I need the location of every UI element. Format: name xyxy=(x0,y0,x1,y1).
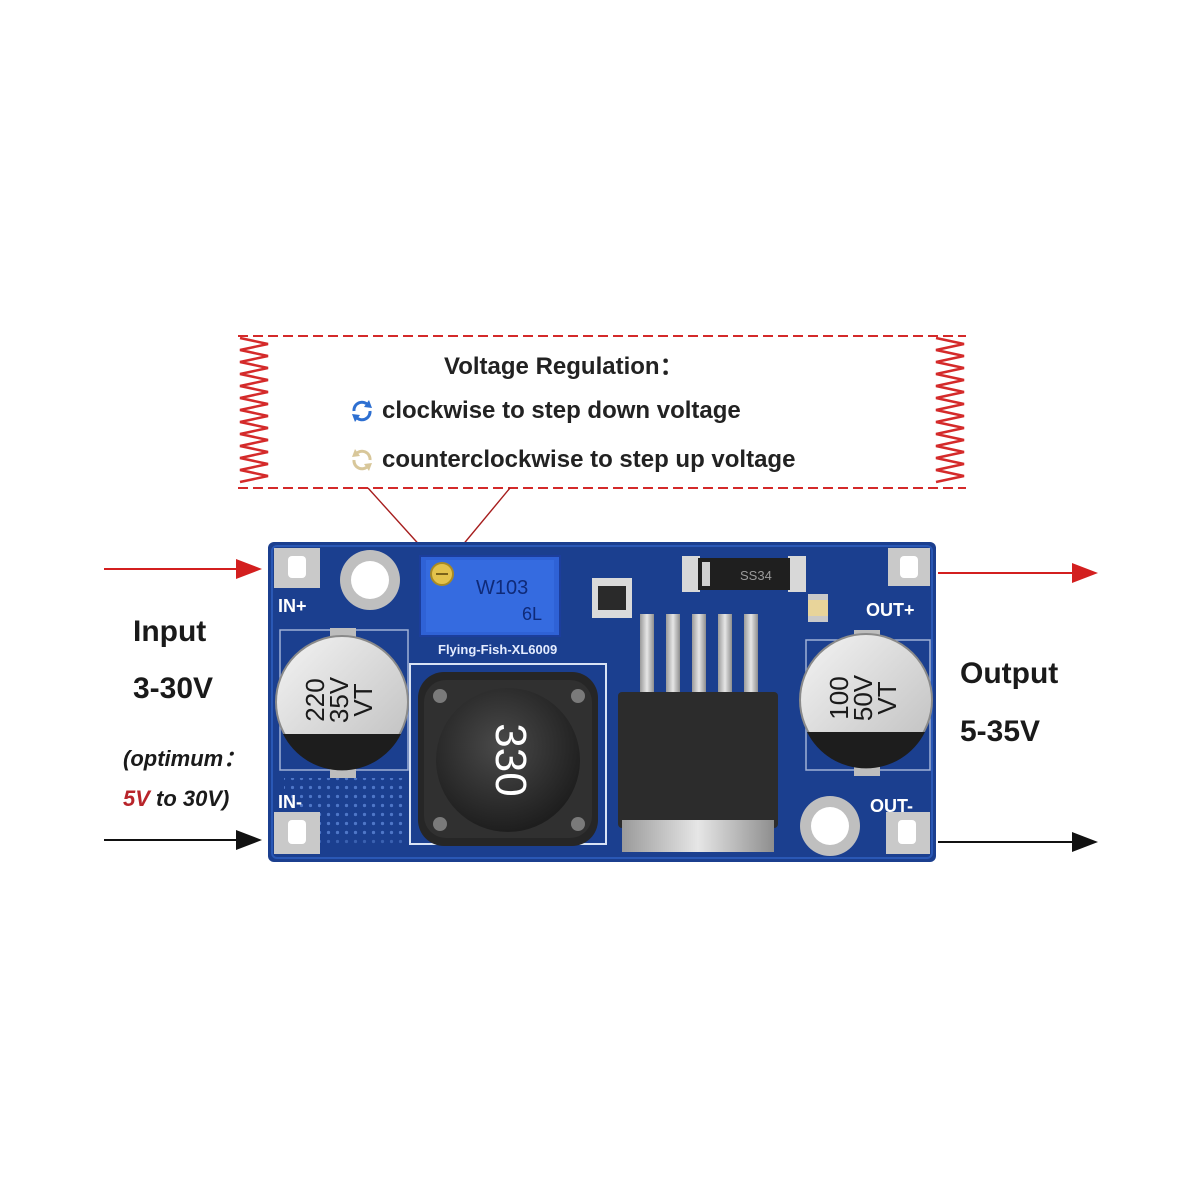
board-silkscreen: Flying-Fish-XL6009 xyxy=(438,642,557,657)
input-cap-marking-1: 220 xyxy=(300,678,330,721)
input-plus-arrow xyxy=(104,559,262,579)
callout-clockwise-text: clockwise to step down voltage xyxy=(382,397,741,424)
output-plus-arrow xyxy=(938,563,1098,583)
pot-marking-2: 6L xyxy=(522,604,542,624)
pot-marking-1: W103 xyxy=(476,577,528,599)
input-optimum-high: to 30V) xyxy=(149,786,230,811)
output-voltage-range: 5-35V xyxy=(960,715,1041,748)
output-cap-marking-3: VT xyxy=(872,681,902,714)
pin-label-in-minus: IN- xyxy=(278,792,302,812)
inductor-marking: 330 xyxy=(486,723,535,796)
output-minus-arrow xyxy=(938,832,1098,852)
callout-zigzag-left xyxy=(239,336,269,484)
callout-title: Voltage Regulation： xyxy=(444,353,684,380)
clockwise-rotate-icon xyxy=(352,400,372,422)
terminal-pad-in-plus xyxy=(274,548,320,588)
callout-box xyxy=(238,335,966,489)
mounting-hole-bottom xyxy=(800,796,860,856)
output-cap-marking-2: 50V xyxy=(848,674,878,721)
counterclockwise-rotate-icon xyxy=(352,449,372,471)
terminal-pad-out-plus xyxy=(888,548,930,586)
pcb-board: IN+ IN- OUT+ OUT- Flying-Fish-XL6009 W10… xyxy=(268,542,936,862)
output-cap-marking-1: 100 xyxy=(824,676,854,719)
input-cap-marking-3: VT xyxy=(348,683,378,716)
input-optimum-low: 5V xyxy=(123,786,150,811)
input-title: Input xyxy=(133,615,207,648)
input-voltage-range: 3-30V xyxy=(133,672,214,705)
smd-resistor xyxy=(808,594,828,622)
pin-label-out-plus: OUT+ xyxy=(866,600,915,620)
terminal-pad-in-minus xyxy=(274,812,320,854)
input-optimum-note: (optimum： xyxy=(123,746,246,771)
input-cap-marking-2: 35V xyxy=(324,676,354,723)
output-title: Output xyxy=(960,657,1059,690)
output-capacitor xyxy=(799,630,933,776)
schottky-diode xyxy=(682,556,806,592)
diode-marking: SS34 xyxy=(740,568,772,583)
callout-zigzag-right xyxy=(935,336,965,484)
input-optimum-range: 5V to 30V) xyxy=(123,786,229,812)
inductor xyxy=(418,672,598,846)
pin-label-out-minus: OUT- xyxy=(870,796,913,816)
pin-label-in-plus: IN+ xyxy=(278,596,307,616)
regulator-ic xyxy=(618,614,778,852)
input-capacitor xyxy=(275,628,409,778)
input-minus-arrow xyxy=(104,830,262,850)
potentiometer xyxy=(419,555,561,637)
mounting-hole-top xyxy=(340,550,400,610)
callout-counterclockwise-text: counterclockwise to step up voltage xyxy=(382,446,796,473)
terminal-pad-out-minus xyxy=(886,812,930,854)
